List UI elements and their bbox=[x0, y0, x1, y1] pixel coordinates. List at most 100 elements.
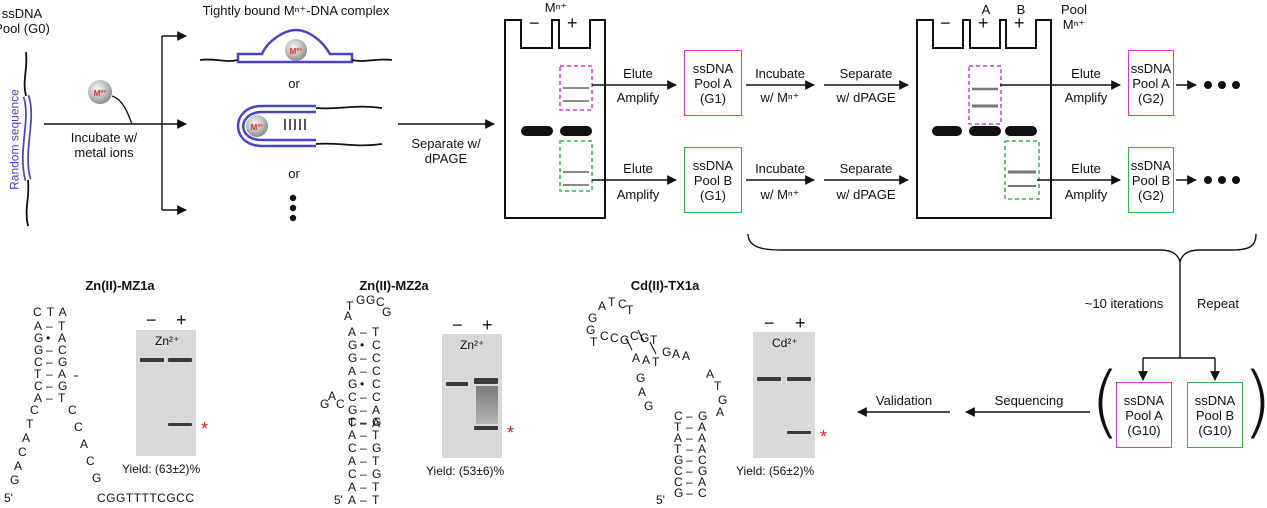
mz2a-pair: – bbox=[360, 325, 367, 339]
mz2a-base: A bbox=[348, 325, 357, 339]
mz1a-base: A bbox=[34, 319, 43, 333]
mz1a-name: Zn(II)-MZ1a bbox=[85, 278, 155, 293]
tx1a-base: C bbox=[610, 331, 619, 345]
mz2a-pair: – bbox=[360, 428, 367, 442]
mz2a-base: T bbox=[348, 416, 356, 430]
tx1a-pair: – bbox=[686, 453, 693, 467]
mz2a-base: A bbox=[372, 403, 381, 417]
mz2a-loop-base: G bbox=[356, 293, 366, 307]
complex-hairpin-icon: Mn+ bbox=[236, 104, 383, 148]
tx1a-base: T bbox=[674, 442, 682, 456]
row-b-amplify: Amplify bbox=[616, 187, 660, 202]
row-b-with-metal: w/ Mⁿ⁺ bbox=[760, 187, 800, 202]
tx1a-base: C bbox=[674, 475, 683, 489]
mz2a-pair: – bbox=[360, 403, 367, 417]
random-sequence-label: Random sequence bbox=[7, 89, 22, 190]
mz2a-base: G bbox=[348, 377, 358, 391]
mz1a-star: * bbox=[201, 419, 209, 439]
mz1a-pair: – bbox=[46, 343, 53, 357]
mz1a-tail-base: C bbox=[86, 454, 95, 468]
complex-bulge-icon: Mn+ bbox=[199, 28, 393, 64]
mz2a-pair: – bbox=[360, 364, 367, 378]
repeat-label: Repeat bbox=[1197, 296, 1239, 311]
complex-title: Tightly bound Mⁿ⁺-DNA complex bbox=[202, 3, 390, 18]
tx1a-base: G bbox=[640, 331, 650, 345]
tx1a-base: C bbox=[698, 453, 707, 467]
mz2a-bulge-base: A bbox=[328, 389, 337, 403]
row-a-amplify2: Amplify bbox=[1064, 90, 1108, 105]
mz2a-base: G bbox=[348, 403, 358, 417]
svg-text:Mn+: Mn+ bbox=[94, 89, 107, 98]
tx1a-loop-base: A bbox=[706, 367, 715, 381]
ssdna-pool-strand-icon bbox=[21, 51, 33, 227]
mz1a-gel-image bbox=[136, 330, 196, 456]
tx1a-base: G bbox=[698, 409, 708, 423]
mz2a-pair: – bbox=[360, 416, 367, 430]
mz1a-band-2 bbox=[168, 358, 192, 362]
gel1-metal-label: Mⁿ⁺ bbox=[544, 0, 568, 15]
mz1a-tail-base: C bbox=[18, 445, 27, 459]
tx1a-base: G bbox=[674, 486, 684, 500]
mz2a-base: A bbox=[372, 416, 381, 430]
mz2a-base: C bbox=[372, 377, 381, 391]
mz1a-gel-ion: Zn²⁺ bbox=[155, 334, 180, 348]
mz2a-gel-minus: − bbox=[452, 315, 463, 335]
ion-sphere-icon: Mn+ bbox=[88, 80, 112, 104]
tx1a-prime5: 5' bbox=[656, 493, 665, 507]
mz1a-tail-end: CGGTTTTCGCC bbox=[97, 491, 195, 505]
mz2a-pair: – bbox=[360, 415, 367, 429]
mz2a-loop-base: G bbox=[366, 293, 376, 307]
mz1a-base: C bbox=[34, 355, 43, 369]
tx1a-loop-base: T bbox=[608, 295, 616, 309]
mz2a-loop-base: T bbox=[346, 299, 354, 313]
mz1a-base: C bbox=[34, 379, 43, 393]
row-b-amplify2: Amplify bbox=[1064, 187, 1108, 202]
brace-icon bbox=[747, 233, 1257, 263]
tx1a-gel-plus: + bbox=[795, 313, 806, 333]
mz2a-yield: Yield: (53±6)% bbox=[426, 464, 505, 478]
mz2a-base: C bbox=[348, 415, 357, 429]
tx1a-loop-base: A bbox=[716, 405, 725, 419]
mz2a-pair: – bbox=[360, 467, 367, 481]
validation-label: Validation bbox=[875, 393, 933, 408]
mz2a-pair: • bbox=[360, 338, 365, 352]
mz2a-base: C bbox=[348, 467, 357, 481]
tx1a-loop-base: G bbox=[586, 323, 596, 337]
tx1a-base: A bbox=[642, 353, 651, 367]
tx1a-pair: – bbox=[686, 409, 693, 423]
mz2a-band-3 bbox=[474, 426, 498, 430]
tx1a-loop-base: G bbox=[636, 371, 646, 385]
mz2a-base: C bbox=[348, 441, 357, 455]
mz1a-gel-plus: + bbox=[176, 310, 187, 330]
mz2a-bottom-base: T bbox=[372, 493, 380, 507]
svg-text:Mn+: Mn+ bbox=[251, 123, 264, 132]
tx1a-loop-base: T bbox=[714, 379, 722, 393]
mz1a-tail-base: A bbox=[22, 431, 31, 445]
mz2a-base: G bbox=[372, 415, 382, 429]
tx1a-base: A bbox=[672, 347, 681, 361]
mz2a-base: C bbox=[348, 390, 357, 404]
tx1a-pair: – bbox=[686, 431, 693, 445]
tx1a-base: A bbox=[674, 431, 683, 445]
tx1a-base: C bbox=[630, 329, 639, 343]
row-a-amplify: Amplify bbox=[616, 90, 660, 105]
mz1a-band-3 bbox=[168, 423, 192, 426]
gel-1 bbox=[504, 19, 606, 219]
tx1a-base: G bbox=[698, 464, 708, 478]
mz1a-tail-base: G bbox=[10, 473, 20, 487]
paren-right: ) bbox=[1242, 362, 1267, 442]
tx1a-loop-base: A bbox=[598, 299, 607, 313]
mz2a-base: C bbox=[372, 351, 381, 365]
paren-left: ( bbox=[1090, 357, 1121, 447]
mz1a-pair: – bbox=[46, 391, 53, 405]
gel2-plus-b: + bbox=[1014, 13, 1025, 33]
mz2a-base: A bbox=[348, 454, 357, 468]
row-a-with-metal: w/ Mⁿ⁺ bbox=[760, 90, 800, 105]
row-a-separate: Separate bbox=[839, 66, 893, 81]
incubate-label: Incubate w/metal ions bbox=[70, 130, 138, 160]
mz2a-pair: – bbox=[360, 480, 367, 494]
